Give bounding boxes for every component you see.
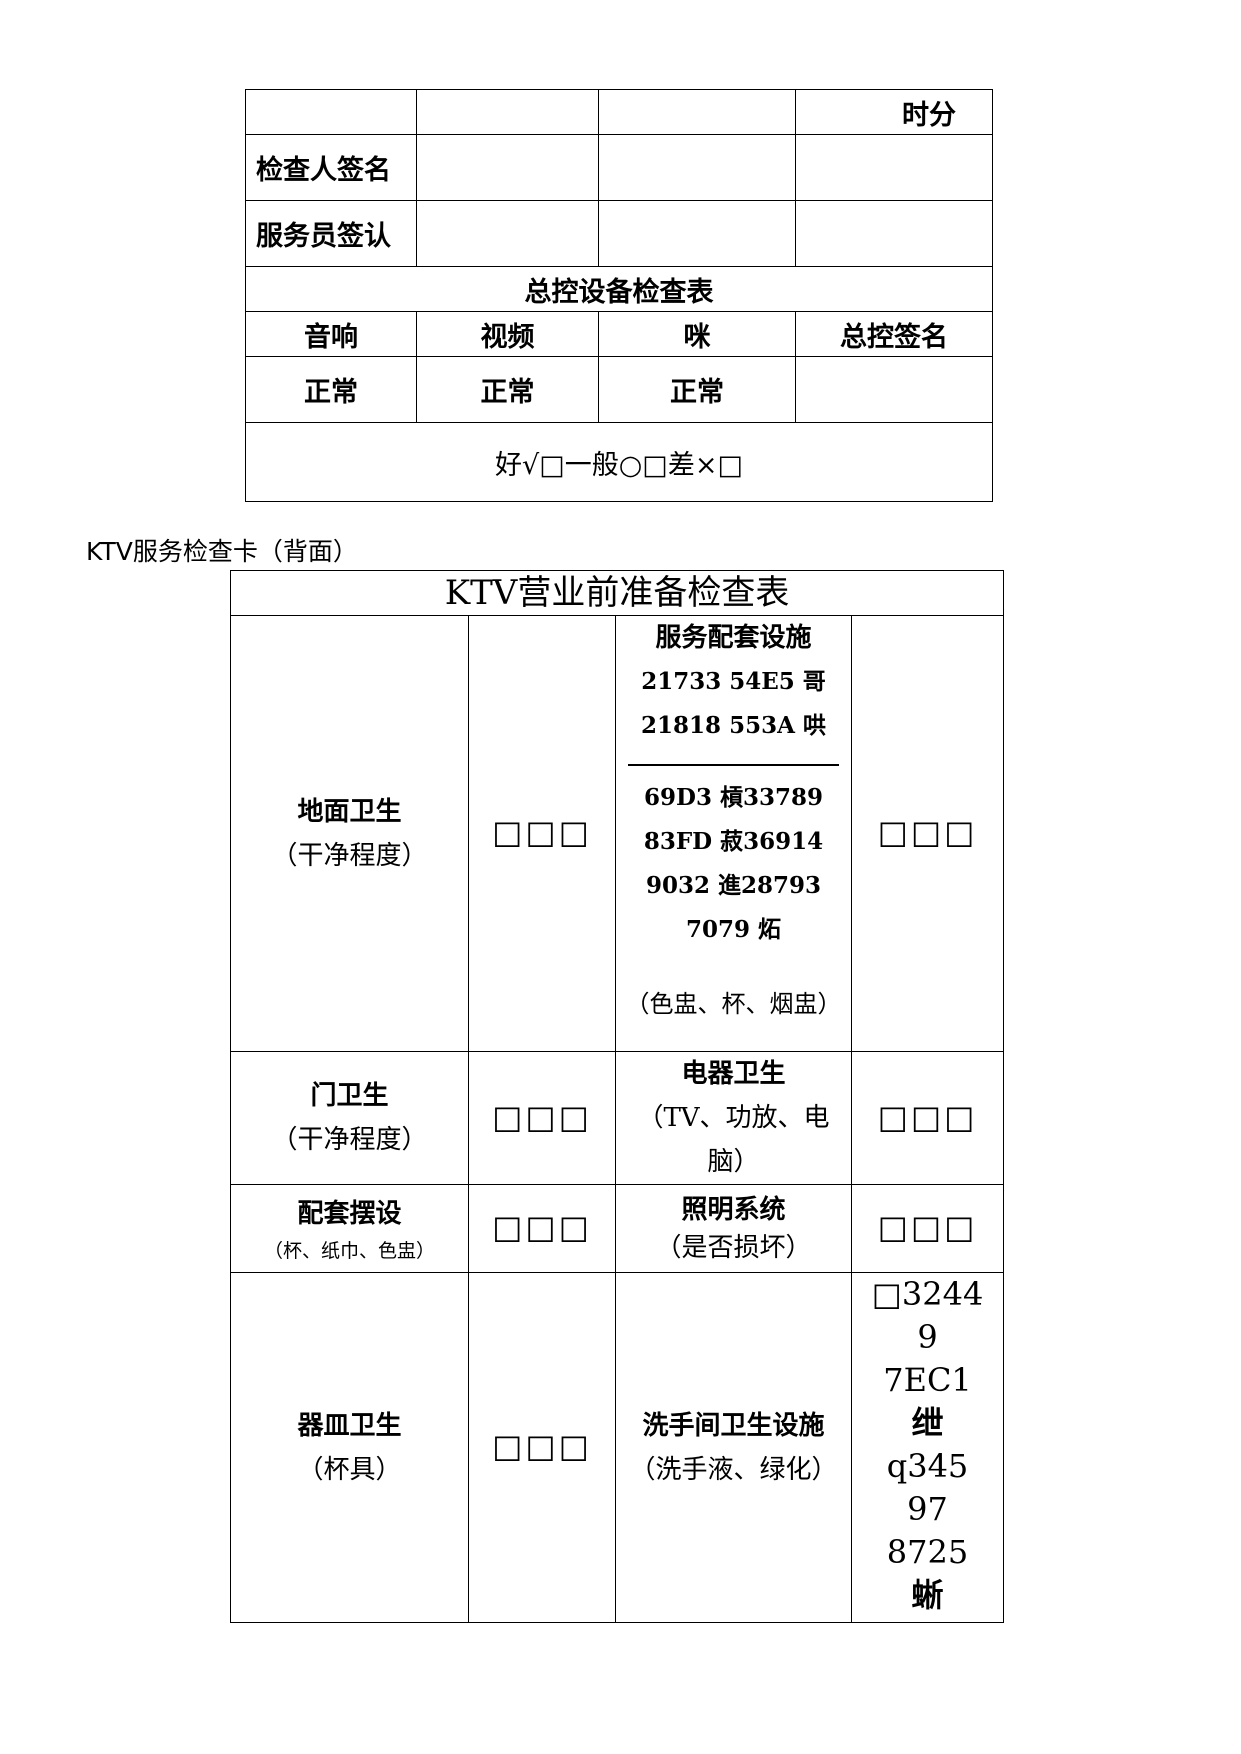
item-label: 洗手间卫生设施 — [642, 1410, 825, 1441]
control-signature-field[interactable] — [795, 356, 993, 423]
checkbox-group[interactable]: □□□ — [468, 1051, 616, 1185]
checkbox-group[interactable]: □□□ — [850, 1184, 1005, 1273]
item-sub: （洗手液、绿化） — [629, 1454, 838, 1485]
caption: KTV服务检查卡（背面） — [86, 537, 358, 566]
code-line: 21818 553A 哄 — [641, 712, 826, 739]
item-sub: （是否损坏） — [655, 1232, 812, 1263]
item-sub: （TV、功放、电脑） — [637, 1103, 830, 1177]
equipment-check-table: 时分 检查人签名 服务员签认 总控设备检查表 音响 视频 咪 总控签名 正常 正… — [245, 89, 993, 502]
mic-status: 正常 — [598, 356, 796, 423]
attendant-signature-field[interactable] — [416, 200, 599, 267]
blank-cell — [245, 89, 417, 135]
checkbox-boxes[interactable]: □□□ — [877, 1208, 978, 1246]
garbled-line: 97 — [907, 1490, 948, 1528]
header-video: 视频 — [416, 311, 599, 357]
item-sub: （色盅、杯、烟盅） — [625, 990, 842, 1018]
door-hygiene-label: 门卫生 （干净程度） — [230, 1051, 469, 1185]
inspector-signature-field[interactable] — [795, 134, 993, 201]
header-audio: 音响 — [245, 311, 417, 357]
garbled-line: 绁 — [911, 1404, 944, 1442]
floor-hygiene-label: 地面卫生 （干净程度） — [230, 615, 469, 1052]
item-label: 器皿卫生 — [297, 1410, 402, 1441]
checkbox-boxes[interactable]: □□□ — [492, 1208, 592, 1246]
checkbox-boxes[interactable]: □□□ — [492, 813, 592, 851]
restroom-facility-label: 洗手间卫生设施 （洗手液、绿化） — [615, 1272, 852, 1623]
code-line: 21733 54E5 哥 — [641, 668, 826, 695]
inspector-signature-label: 检查人签名 — [245, 134, 417, 201]
checkbox-group[interactable]: □□□ — [850, 1051, 1005, 1185]
blank-cell — [416, 89, 599, 135]
code-line: 9032 進28793 — [645, 872, 822, 899]
rating-legend: 好√□一般○□差×□ — [245, 422, 993, 502]
ktv-prep-check-table: KTV营业前准备检查表 地面卫生 （干净程度） □□□ 服务配套设施 21733… — [229, 570, 1005, 1623]
checkbox-boxes[interactable]: □□□ — [492, 1097, 592, 1136]
garbled-line: 8725 — [886, 1533, 969, 1571]
garbled-line: q345 — [886, 1447, 969, 1485]
item-label: 地面卫生 — [297, 796, 402, 827]
attendant-signature-field[interactable] — [598, 200, 796, 267]
lighting-system-label: 照明系统 （是否损坏） — [615, 1184, 852, 1273]
checkbox-group[interactable]: □□□ — [468, 1184, 616, 1273]
item-sub: （杯具） — [297, 1454, 402, 1485]
supplies-setup-label: 配套摆设 （杯、纸巾、色盅） — [230, 1184, 469, 1273]
item-label: 照明系统 — [681, 1194, 786, 1225]
inspector-signature-field[interactable] — [416, 134, 599, 201]
checkbox-group[interactable]: □□□ — [468, 1272, 616, 1623]
item-sub: （干净程度） — [271, 840, 428, 871]
section-title: 总控设备检查表 — [245, 266, 993, 312]
audio-status: 正常 — [245, 356, 417, 423]
header-control-signature: 总控签名 — [795, 311, 993, 357]
inspector-signature-field[interactable] — [598, 134, 796, 201]
utensil-hygiene-label: 器皿卫生 （杯具） — [230, 1272, 469, 1623]
video-status: 正常 — [416, 356, 599, 423]
item-label: 配套摆设 — [297, 1198, 402, 1229]
appliance-hygiene-label: 电器卫生 （TV、功放、电脑） — [615, 1051, 852, 1185]
item-label: 电器卫生 — [681, 1059, 786, 1089]
item-label: 服务配套设施 — [655, 623, 812, 653]
time-cell: 时分 — [795, 89, 993, 135]
code-line: 69D3 槓33789 — [644, 784, 823, 811]
item-sub: （干净程度） — [271, 1125, 428, 1155]
checkbox-boxes[interactable]: □□□ — [877, 1097, 978, 1136]
garbled-line: 7EC1 — [883, 1361, 972, 1399]
garbled-cell: □3244 9 7EC1 绁 q345 97 8725 蜥 — [850, 1272, 1005, 1623]
checkbox-boxes[interactable]: □□□ — [877, 813, 978, 851]
attendant-signature-field[interactable] — [795, 200, 993, 267]
attendant-signature-label: 服务员签认 — [245, 200, 417, 267]
checkbox-group[interactable]: □□□ — [850, 615, 1005, 1052]
divider — [628, 764, 839, 766]
garbled-line: □3244 — [871, 1275, 984, 1313]
code-line: 7079 炻 — [685, 916, 782, 943]
item-sub: （杯、纸巾、色盅） — [263, 1239, 435, 1262]
header-mic: 咪 — [598, 311, 796, 357]
table-title: KTV营业前准备检查表 — [229, 570, 1005, 616]
garbled-line: 蜥 — [911, 1576, 944, 1614]
checkbox-boxes[interactable]: □□□ — [492, 1427, 592, 1465]
item-label: 门卫生 — [310, 1081, 389, 1111]
garbled-line: 9 — [917, 1318, 938, 1356]
code-line: 83FD 菽36914 — [643, 828, 824, 855]
service-facility-label: 服务配套设施 21733 54E5 哥 21818 553A 哄 69D3 槓3… — [615, 615, 852, 1052]
checkbox-group[interactable]: □□□ — [468, 615, 616, 1052]
blank-cell — [598, 89, 796, 135]
